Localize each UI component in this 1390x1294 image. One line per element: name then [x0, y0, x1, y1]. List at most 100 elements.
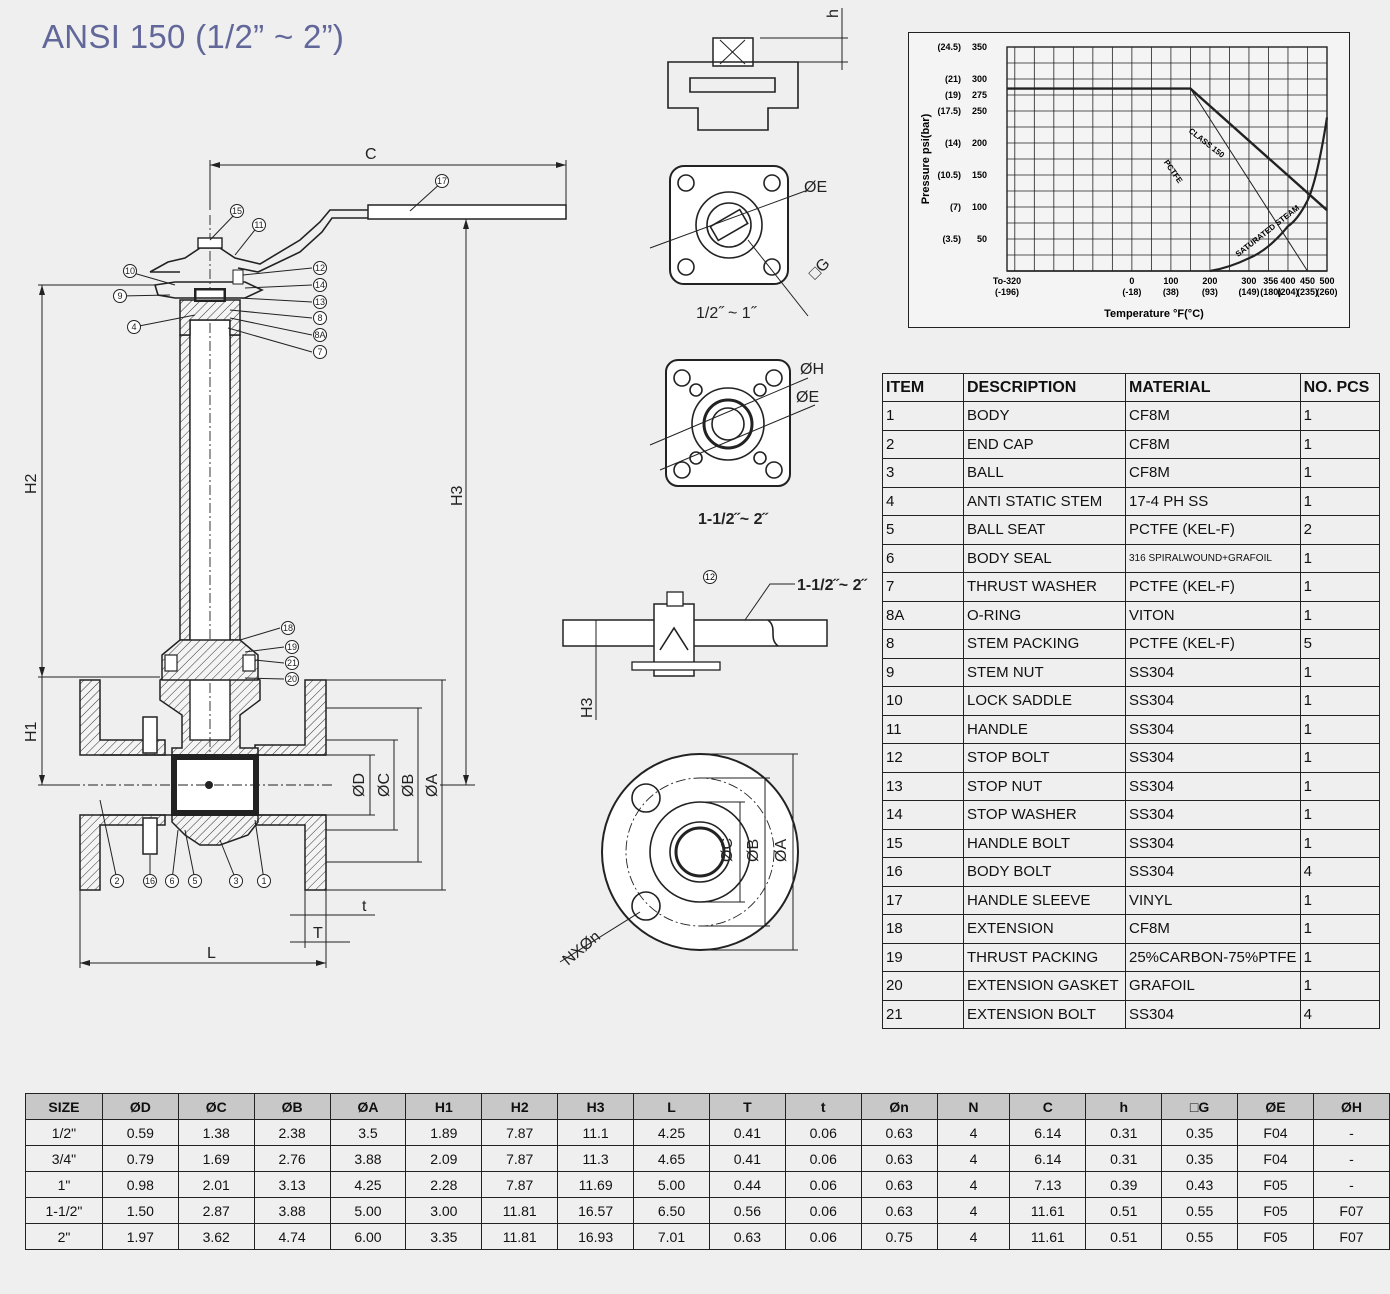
svg-text:14: 14 [315, 280, 325, 290]
svg-text:16: 16 [145, 876, 155, 886]
dim-cell: 3.88 [253, 1197, 331, 1224]
dim-cell: 1.89 [405, 1119, 483, 1146]
y-tick-label: 100 [972, 202, 987, 212]
dim-cell: 7.01 [633, 1223, 710, 1250]
cell-description: LOCK SADDLE [963, 686, 1126, 716]
cell-material: SS304 [1125, 828, 1301, 858]
cell-description: STEM PACKING [963, 629, 1126, 659]
dim-cell: 4 [936, 1197, 1011, 1224]
parts-table-header: ITEM DESCRIPTION MATERIAL NO. PCS [882, 373, 1380, 402]
dim-cell: 11.81 [481, 1223, 559, 1250]
dim-cell: 11.3 [557, 1145, 635, 1172]
cell-item: 14 [882, 800, 964, 830]
svg-text:4: 4 [131, 322, 136, 332]
dim-cell: 4.25 [329, 1171, 407, 1198]
col-header-pcs: NO. PCS [1299, 373, 1380, 402]
dim-label-phib: ØB [400, 774, 417, 797]
cell-material: CF8M [1125, 401, 1301, 431]
cell-material: SS304 [1125, 771, 1301, 801]
x-tick-label: To-320 [993, 276, 1021, 286]
cell-pcs: 1 [1299, 885, 1380, 915]
dim-cell: - [1312, 1119, 1390, 1146]
dim-cell: 3.62 [177, 1223, 255, 1250]
dim-cell: F05 [1237, 1223, 1314, 1250]
dim-cell: 0.06 [784, 1171, 862, 1198]
y-tick-bar-label: (7) [950, 202, 961, 212]
cell-material: SS304 [1125, 714, 1301, 744]
dim-cell: 4 [936, 1223, 1011, 1250]
x-tick-label: 400 [1280, 276, 1295, 286]
svg-text:7: 7 [317, 347, 322, 357]
dim-cell: 3.13 [253, 1171, 331, 1198]
cell-pcs: 1 [1299, 458, 1380, 488]
dim-cell: 0.63 [708, 1223, 786, 1250]
dim-col-header: C [1009, 1093, 1087, 1120]
cell-pcs: 1 [1299, 800, 1380, 830]
cell-pcs: 4 [1299, 999, 1380, 1029]
cell-pcs: 1 [1299, 429, 1380, 459]
dim-cell: 4 [936, 1145, 1011, 1172]
cell-description: EXTENSION BOLT [963, 999, 1126, 1029]
cell-description: ANTI STATIC STEM [963, 486, 1126, 516]
x-tick-c-label: (149) [1238, 287, 1259, 297]
cell-description: THRUST PACKING [963, 942, 1126, 972]
dim-cell: 0.41 [708, 1145, 786, 1172]
cell-pcs: 1 [1299, 600, 1380, 630]
part-balloons: 15 11 17 10 12 14 9 13 4 8 8A 7 18 19 21… [110, 174, 449, 888]
x-tick-label: 0 [1129, 276, 1134, 286]
y-tick-bar-label: (24.5) [937, 42, 961, 52]
dim-label-phia-face: ØA [773, 839, 790, 862]
cell-description: HANDLE BOLT [963, 828, 1126, 858]
dim-label-phic-face: ØC [719, 838, 736, 862]
dim-cell: 0.63 [860, 1171, 938, 1198]
cell-description: END CAP [963, 429, 1126, 459]
cell-material: PCTFE (KEL-F) [1125, 629, 1301, 659]
svg-text:10: 10 [125, 266, 135, 276]
svg-text:18: 18 [283, 623, 293, 633]
y-tick-label: 150 [972, 170, 987, 180]
dim-cell: 0.06 [784, 1145, 862, 1172]
series-label: PCTFE [1162, 158, 1185, 185]
cell-description: STOP NUT [963, 771, 1126, 801]
cell-description: STOP BOLT [963, 743, 1126, 773]
dim-label-h-small: h [825, 9, 842, 18]
dim-label-h3: H3 [449, 485, 466, 506]
dim-col-header: L [633, 1093, 710, 1120]
y-tick-label: 250 [972, 106, 987, 116]
dim-label-h1: H1 [23, 721, 40, 742]
x-tick-c-label: (93) [1202, 287, 1218, 297]
dim-cell: 1-1/2" [25, 1197, 103, 1224]
dim-col-header: □G [1161, 1093, 1239, 1120]
cell-item: 20 [882, 971, 964, 1001]
dim-cell: 1/2" [25, 1119, 103, 1146]
dim-cell: 3.5 [329, 1119, 407, 1146]
cell-description: HANDLE SLEEVE [963, 885, 1126, 915]
cell-pcs: 1 [1299, 971, 1380, 1001]
size-label-small: 1/2˝ ~ 1˝ [696, 305, 758, 322]
balloon-12-side: 12 [705, 572, 715, 582]
cell-pcs: 1 [1299, 771, 1380, 801]
svg-text:8A: 8A [314, 330, 325, 340]
cell-description: THRUST WASHER [963, 572, 1126, 602]
cell-item: 12 [882, 743, 964, 773]
dim-cell: 0.41 [708, 1119, 786, 1146]
dim-cell: 4.74 [253, 1223, 331, 1250]
cell-description: BALL [963, 458, 1126, 488]
dim-cell: 0.31 [1085, 1119, 1163, 1146]
cell-description: EXTENSION [963, 914, 1126, 944]
y-tick-label: 300 [972, 74, 987, 84]
dim-col-header: ØH [1312, 1093, 1390, 1120]
cell-description: STOP WASHER [963, 800, 1126, 830]
cell-material: VINYL [1125, 885, 1301, 915]
cell-pcs: 1 [1299, 486, 1380, 516]
dim-cell: 0.06 [784, 1119, 862, 1146]
page-title: ANSI 150 (1/2” ~ 2”) [42, 18, 345, 55]
flange-face-view: ØC ØB ØA NXØn [560, 753, 799, 969]
